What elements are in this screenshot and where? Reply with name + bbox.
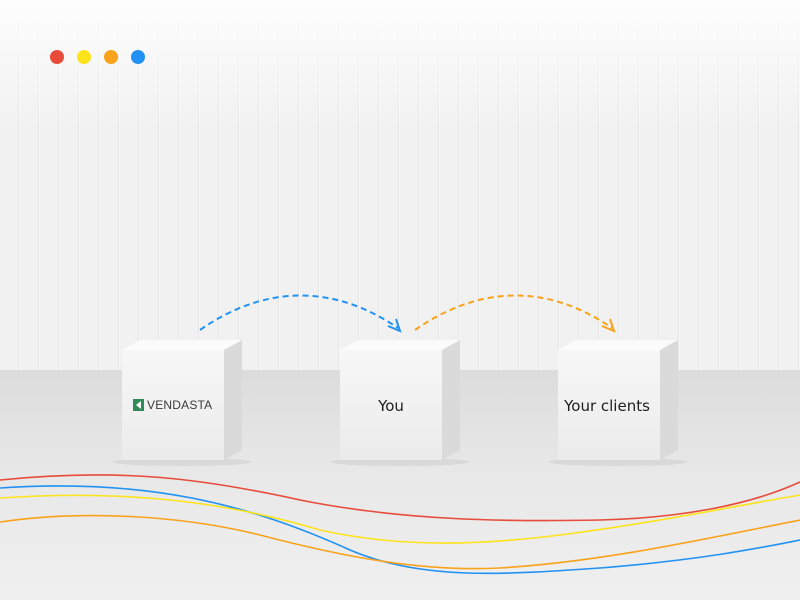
yellow-dot — [77, 50, 91, 64]
yellow-wave — [0, 494, 800, 544]
orange-wave — [0, 514, 800, 570]
arrow-you-to-clients — [414, 294, 616, 333]
box-you — [340, 340, 460, 460]
box-label-clients: Your clients — [564, 397, 650, 415]
orange-dot — [104, 50, 118, 64]
arrow-vendasta-to-you — [199, 294, 402, 333]
blue-dot — [131, 50, 145, 64]
box-label-you: You — [378, 397, 404, 415]
vendasta-logo-mark — [133, 399, 144, 411]
red-dot — [50, 50, 64, 64]
vendasta-logo-text: VENDASTA — [147, 398, 213, 412]
window-dots — [50, 50, 145, 64]
vendasta-logo: VENDASTA — [133, 398, 212, 412]
box-clients — [558, 340, 678, 460]
box-vendasta — [122, 340, 242, 460]
blue-wave — [0, 485, 800, 575]
red-wave — [0, 474, 800, 522]
